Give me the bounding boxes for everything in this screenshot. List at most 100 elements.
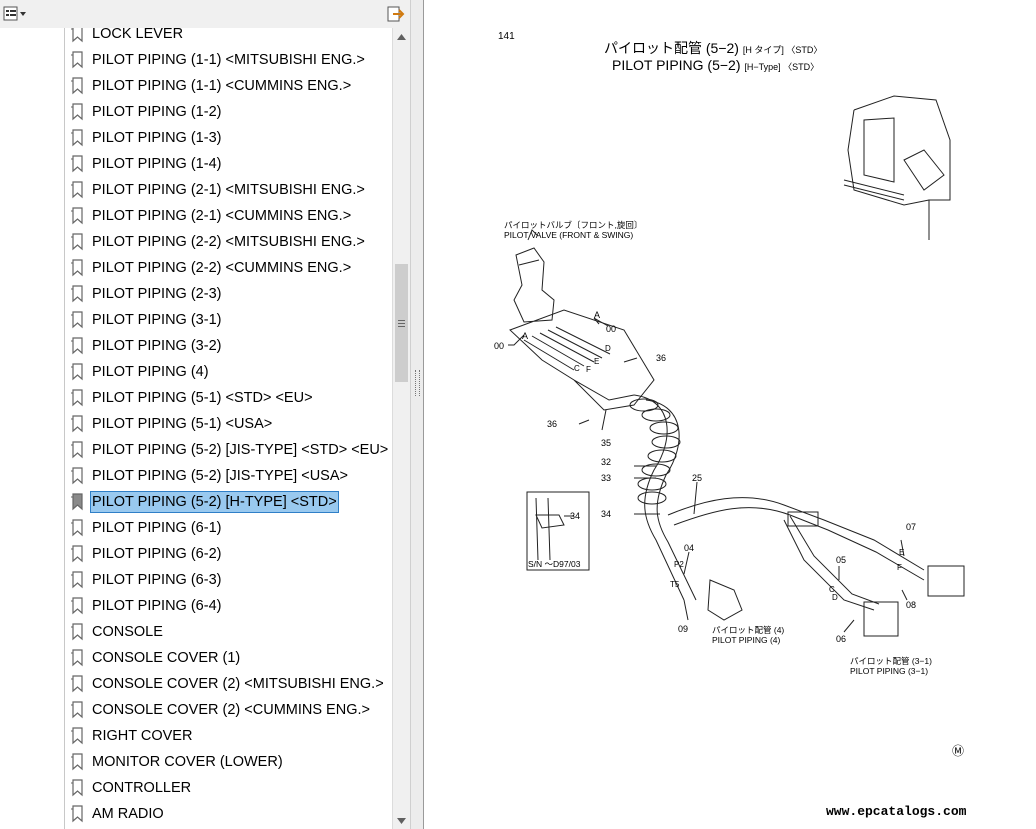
valve-label-en: PILOT VALVE (FRONT & SWING)	[504, 230, 634, 240]
title-en-suffix: [H−Type] 〈STD〉	[744, 62, 820, 72]
pp31-label-en: PILOT PIPING (3−1)	[850, 666, 929, 676]
svg-text:35: 35	[601, 438, 611, 448]
page-title-jp: パイロット配管 (5−2) [H タイプ] 〈STD〉	[604, 38, 822, 58]
bookmark-item[interactable]: CONSOLE COVER (1)	[70, 646, 240, 670]
bookmark-label: AM RADIO	[92, 806, 164, 822]
svg-text:34: 34	[601, 509, 611, 519]
scroll-thumb[interactable]	[395, 264, 408, 382]
bookmark-item[interactable]: PILOT PIPING (6-1)	[70, 516, 221, 540]
bookmark-item[interactable]: PILOT PIPING (6-3)	[70, 568, 221, 592]
svg-text:E: E	[594, 357, 599, 366]
bookmark-label: PILOT PIPING (5-2) [H-TYPE] <STD>	[90, 491, 339, 513]
svg-text:D: D	[832, 593, 838, 602]
bookmark-item[interactable]: MONITOR COVER (LOWER)	[70, 750, 283, 774]
bookmark-icon	[70, 51, 86, 69]
bookmark-icon	[70, 28, 86, 43]
bookmark-icon	[70, 233, 86, 251]
svg-text:T5: T5	[670, 580, 680, 589]
bookmarks-panel: LOCK LEVER PILOT PIPING (1-1) <MITSUBISHI…	[0, 28, 392, 829]
bookmark-icon	[70, 363, 86, 381]
bookmark-label: RIGHT COVER	[92, 728, 193, 744]
bookmark-item[interactable]: PILOT PIPING (1-1) <CUMMINS ENG.>	[70, 74, 351, 98]
bookmark-item[interactable]: CONSOLE COVER (2) <MITSUBISHI ENG.>	[70, 672, 384, 696]
page-title-en: PILOT PIPING (5−2) [H−Type] 〈STD〉	[612, 57, 819, 73]
bookmark-label: PILOT PIPING (6-4)	[92, 598, 222, 614]
svg-text:F: F	[897, 563, 902, 572]
bookmark-item[interactable]: PILOT PIPING (1-2)	[70, 100, 221, 124]
bookmark-item[interactable]: RIGHT COVER	[70, 724, 192, 748]
bookmark-label: PILOT PIPING (1-2)	[92, 104, 222, 120]
bookmark-item[interactable]: PILOT PIPING (6-4)	[70, 594, 221, 618]
bookmark-item[interactable]: LOCK LEVER	[70, 28, 183, 46]
bookmark-icon	[70, 285, 86, 303]
svg-text:00: 00	[494, 341, 504, 351]
svg-text:36: 36	[547, 419, 557, 429]
bookmark-label: PILOT PIPING (1-1) <CUMMINS ENG.>	[92, 78, 352, 94]
bookmark-icon	[70, 181, 86, 199]
bookmark-icon	[70, 467, 86, 485]
bookmark-item[interactable]: CONTROLLER	[70, 776, 191, 800]
bookmark-label: PILOT PIPING (3-1)	[92, 312, 222, 328]
scroll-up-arrow-icon[interactable]	[393, 28, 410, 45]
bookmark-item[interactable]: PILOT PIPING (1-3)	[70, 126, 221, 150]
bookmark-label: PILOT PIPING (1-3)	[92, 130, 222, 146]
bookmark-icon	[70, 623, 86, 641]
bookmark-label: PILOT PIPING (2-3)	[92, 286, 222, 302]
bookmark-item[interactable]: PILOT PIPING (1-1) <MITSUBISHI ENG.>	[70, 48, 365, 72]
svg-text:07: 07	[906, 522, 916, 532]
bookmark-icon	[70, 805, 86, 823]
bookmark-item[interactable]: CONSOLE COVER (2) <CUMMINS ENG.>	[70, 698, 370, 722]
bookmark-label: CONSOLE COVER (1)	[92, 650, 241, 666]
svg-text:C: C	[829, 585, 835, 594]
bookmark-item[interactable]: PILOT PIPING (5-2) [H-TYPE] <STD>	[70, 490, 390, 514]
bookmark-label: PILOT PIPING (5-1) <USA>	[92, 416, 273, 432]
bookmark-icon	[70, 155, 86, 173]
pane-splitter[interactable]	[410, 0, 424, 829]
bookmark-item[interactable]: PILOT PIPING (3-2)	[70, 334, 221, 358]
bookmark-label: PILOT PIPING (6-2)	[92, 546, 222, 562]
bookmark-item[interactable]: PILOT PIPING (2-1) <CUMMINS ENG.>	[70, 204, 351, 228]
bookmark-item[interactable]: PILOT PIPING (2-2) <CUMMINS ENG.>	[70, 256, 351, 280]
bookmark-icon	[70, 571, 86, 589]
bookmark-item[interactable]: PILOT PIPING (5-2) [JIS-TYPE] <USA>	[70, 464, 348, 488]
pp4-label-en: PILOT PIPING (4)	[712, 635, 781, 645]
bookmark-item[interactable]: PILOT PIPING (5-1) <USA>	[70, 412, 272, 436]
bookmark-icon	[70, 77, 86, 95]
bookmark-item[interactable]: PILOT PIPING (2-1) <MITSUBISHI ENG.>	[70, 178, 365, 202]
bookmark-item[interactable]: PILOT PIPING (5-1) <STD> <EU>	[70, 386, 313, 410]
bookmark-label: PILOT PIPING (2-1) <CUMMINS ENG.>	[92, 208, 352, 224]
bookmark-icon	[70, 545, 86, 563]
svg-text:09: 09	[678, 624, 688, 634]
bookmark-item[interactable]: PILOT PIPING (4)	[70, 360, 209, 384]
svg-text:33: 33	[601, 473, 611, 483]
bookmark-icon	[70, 597, 86, 615]
bookmark-label: LOCK LEVER	[92, 28, 184, 42]
bookmark-label: PILOT PIPING (5-2) [JIS-TYPE] <STD> <EU>	[92, 442, 389, 458]
bookmark-icon	[70, 259, 86, 277]
page-number: 141	[498, 31, 515, 42]
svg-text:E: E	[899, 548, 904, 557]
bookmark-icon	[70, 649, 86, 667]
bookmark-label: MONITOR COVER (LOWER)	[92, 754, 283, 770]
bookmarks-scrollbar[interactable]	[392, 28, 410, 829]
parts-diagram: 00 00 A A 36 36 35 32 33 34 34 25 04 05 …	[494, 95, 965, 644]
options-list-icon[interactable]	[2, 4, 28, 24]
bookmark-item[interactable]: PILOT PIPING (6-2)	[70, 542, 221, 566]
svg-text:P2: P2	[674, 560, 684, 569]
bookmark-item[interactable]: PILOT PIPING (2-3)	[70, 282, 221, 306]
bookmark-icon	[70, 493, 86, 511]
bookmark-item[interactable]: CONSOLE	[70, 620, 163, 644]
bookmark-label: PILOT PIPING (2-2) <MITSUBISHI ENG.>	[92, 234, 365, 250]
bookmark-item[interactable]: PILOT PIPING (1-4)	[70, 152, 221, 176]
bookmark-label: CONTROLLER	[92, 780, 192, 796]
bookmark-item[interactable]: AM RADIO	[70, 802, 164, 826]
bookmark-item[interactable]: PILOT PIPING (3-1)	[70, 308, 221, 332]
bookmark-item[interactable]: PILOT PIPING (2-2) <MITSUBISHI ENG.>	[70, 230, 365, 254]
bookmark-label: PILOT PIPING (3-2)	[92, 338, 222, 354]
bookmark-label: CONSOLE COVER (2) <CUMMINS ENG.>	[92, 702, 370, 718]
bookmark-label: PILOT PIPING (5-2) [JIS-TYPE] <USA>	[92, 468, 348, 484]
splitter-grip-icon[interactable]	[415, 370, 420, 396]
attach-icon[interactable]	[382, 4, 408, 24]
bookmark-item[interactable]: PILOT PIPING (5-2) [JIS-TYPE] <STD> <EU>	[70, 438, 388, 462]
scroll-down-arrow-icon[interactable]	[393, 812, 410, 829]
